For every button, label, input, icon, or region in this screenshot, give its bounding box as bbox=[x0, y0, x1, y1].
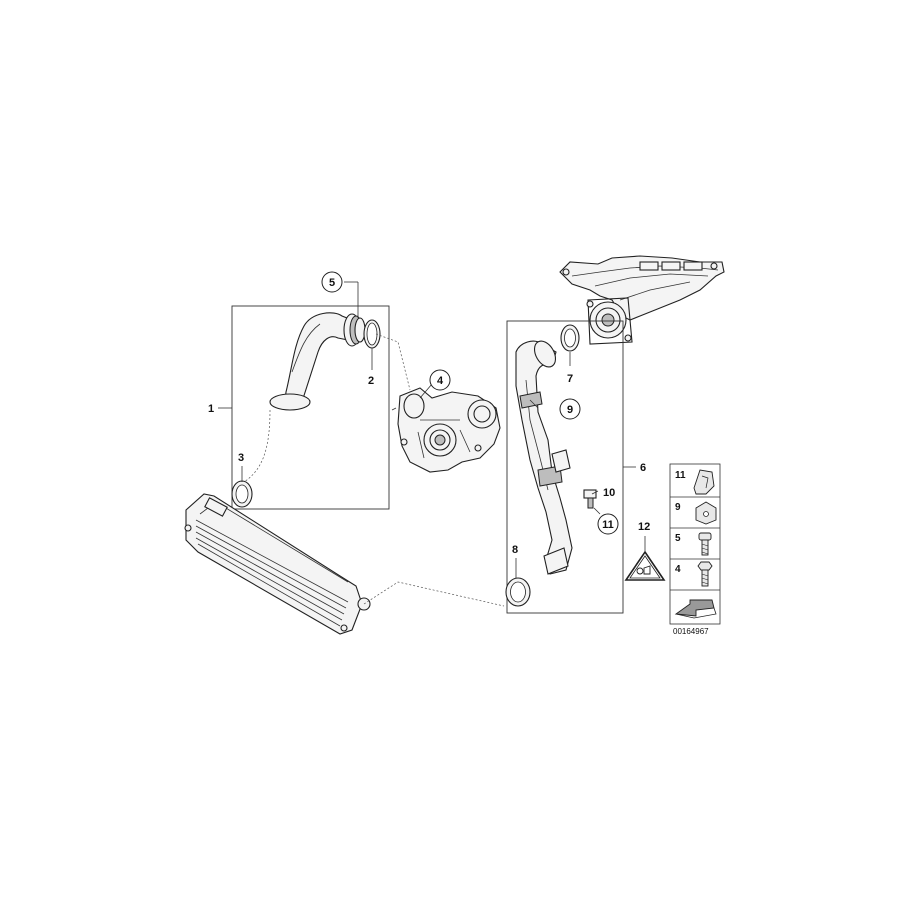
charge-air-hose bbox=[269, 312, 366, 411]
pressure-sensor bbox=[583, 489, 597, 509]
leader-hose-turbo bbox=[375, 333, 411, 391]
throttle-body bbox=[586, 297, 633, 345]
svg-text:2: 2 bbox=[368, 375, 374, 387]
socket-screw-icon bbox=[698, 532, 712, 556]
callout-6: 6 bbox=[640, 462, 646, 474]
svg-text:9: 9 bbox=[567, 404, 573, 416]
callout-3: 3 bbox=[238, 452, 244, 464]
group-frame-left bbox=[231, 305, 390, 510]
callout-9: 9 bbox=[559, 398, 581, 420]
legend-item-5: 5 bbox=[675, 532, 712, 556]
legend-item-11: 11 bbox=[675, 469, 715, 495]
legend-item-4: 4 bbox=[675, 561, 713, 587]
reference-code: 00164967 bbox=[673, 627, 709, 636]
svg-text:11: 11 bbox=[602, 519, 614, 531]
svg-text:3: 3 bbox=[238, 452, 244, 464]
svg-text:1: 1 bbox=[208, 403, 214, 415]
legend-item-9: 9 bbox=[675, 501, 717, 525]
svg-text:8: 8 bbox=[512, 544, 518, 556]
svg-text:7: 7 bbox=[567, 373, 573, 385]
svg-text:4: 4 bbox=[675, 564, 681, 575]
small-parts-legend: 11 9 5 4 bbox=[669, 463, 721, 625]
o-ring-8 bbox=[505, 577, 531, 607]
callout-5: 5 bbox=[321, 271, 343, 293]
callout-4: 4 bbox=[429, 369, 451, 391]
svg-text:5: 5 bbox=[675, 533, 681, 544]
svg-text:10: 10 bbox=[603, 487, 615, 499]
callout-7: 7 bbox=[567, 373, 573, 385]
leader-lines bbox=[218, 281, 636, 578]
hex-bolt-icon bbox=[697, 561, 713, 587]
clamp-clip-icon bbox=[695, 501, 717, 525]
callout-10: 10 bbox=[603, 487, 615, 499]
callout-2: 2 bbox=[368, 375, 374, 387]
engine-intake-manifold bbox=[559, 255, 725, 321]
svg-text:11: 11 bbox=[675, 470, 686, 481]
callout-8: 8 bbox=[512, 544, 518, 556]
clip-bracket-icon bbox=[693, 469, 715, 495]
svg-text:12: 12 bbox=[638, 521, 650, 533]
o-ring-7 bbox=[560, 324, 580, 352]
callout-1: 1 bbox=[208, 403, 214, 415]
callout-11: 11 bbox=[593, 507, 619, 535]
intercooler bbox=[184, 493, 371, 635]
turbocharger bbox=[391, 387, 501, 473]
callout-12: 12 bbox=[638, 521, 650, 533]
warning-label-icon bbox=[624, 536, 666, 581]
leader-intercooler-pipe bbox=[363, 581, 505, 607]
charge-air-pipe bbox=[515, 340, 573, 575]
svg-text:4: 4 bbox=[437, 375, 444, 387]
direction-arrow-icon bbox=[674, 599, 717, 619]
svg-text:6: 6 bbox=[640, 462, 646, 474]
leader-hose-oring3 bbox=[243, 409, 271, 483]
svg-text:5: 5 bbox=[329, 277, 335, 289]
o-ring-2 bbox=[363, 319, 381, 349]
svg-text:9: 9 bbox=[675, 502, 681, 513]
o-ring-3 bbox=[231, 480, 253, 508]
